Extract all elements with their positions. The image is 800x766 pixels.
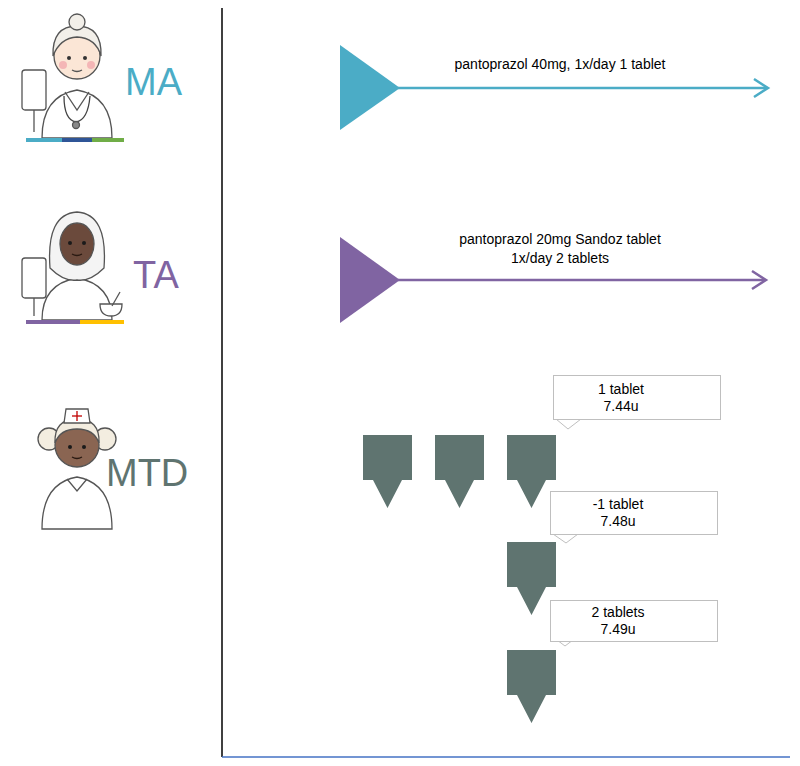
nurse-figure-part xyxy=(64,409,90,423)
pharmacist-figure-part xyxy=(33,298,34,316)
pharmacist-figure-part xyxy=(80,320,124,324)
ta-timeline-part xyxy=(340,237,400,323)
administration-markers-part xyxy=(507,435,556,508)
nurse-figure-part xyxy=(42,477,112,529)
callout-tails-part xyxy=(553,534,578,543)
ta-timeline-part xyxy=(398,279,765,282)
doctor-figure-part xyxy=(22,70,46,110)
nurse-figure xyxy=(38,409,116,529)
nurse-figure-part xyxy=(67,479,87,491)
administration-markers-part xyxy=(507,542,556,615)
pharmacist-figure-part xyxy=(100,304,122,316)
administration-markers-part xyxy=(507,650,556,723)
role-label: MTD xyxy=(106,451,188,497)
time-text: 7.49u xyxy=(600,621,635,638)
doctor-figure xyxy=(22,14,124,140)
doctor-figure-part xyxy=(72,70,82,72)
doctor-figure-part xyxy=(67,56,71,60)
nurse-figure-part xyxy=(68,445,72,449)
callout-box: 2 tablets7.49u xyxy=(550,600,718,642)
nurse-figure-part xyxy=(82,445,86,449)
pharmacist-figure-part xyxy=(26,320,80,324)
callout-box: -1 tablet7.48u xyxy=(550,491,718,535)
time-text: 7.44u xyxy=(603,398,638,415)
vertical-axis xyxy=(221,8,223,757)
prescription-label: pantoprazol 40mg, 1x/day 1 tablet xyxy=(455,56,666,73)
dose-text: 1 tablet xyxy=(598,381,644,398)
nurse-figure-part xyxy=(72,457,82,459)
pharmacist-figure-part xyxy=(60,223,94,265)
doctor-figure-part xyxy=(69,14,85,30)
pharmacist-figure-part xyxy=(68,241,72,245)
doctor-figure-part xyxy=(64,96,90,122)
callout-box: 1 tablet7.44u xyxy=(553,375,721,420)
pharmacist-figure-part xyxy=(112,292,120,306)
doctor-figure-part xyxy=(73,122,80,129)
doctor-figure-part xyxy=(83,56,87,60)
pharmacist-figure-part xyxy=(72,254,82,256)
ta-timeline-part xyxy=(752,271,766,289)
ma-timeline-part xyxy=(340,45,400,130)
pharmacist-figure-part xyxy=(50,212,105,280)
ta-timeline xyxy=(340,237,766,323)
callout-tails-part xyxy=(556,419,581,429)
doctor-figure-part xyxy=(59,61,67,69)
prescription-label: 1x/day 2 tablets xyxy=(511,250,609,267)
doctor-figure-part xyxy=(62,138,92,142)
doctor-figure-part xyxy=(42,90,112,138)
doctor-figure-part xyxy=(87,61,95,69)
role-label: TA xyxy=(133,253,179,299)
administration-markers-part xyxy=(363,435,412,508)
ma-timeline-part xyxy=(754,79,768,97)
role-label: MA xyxy=(125,60,182,106)
nurse-figure-part xyxy=(72,415,82,416)
doctor-figure-part xyxy=(65,92,89,110)
administration-markers-part xyxy=(435,435,484,508)
ma-timeline xyxy=(340,45,768,130)
dose-text: 2 tablets xyxy=(592,604,645,621)
pharmacist-figure-part xyxy=(42,278,112,320)
doctor-figure-part xyxy=(92,138,124,142)
ma-timeline-part xyxy=(398,87,767,90)
administration-markers xyxy=(363,435,556,723)
pharmacist-figure-part xyxy=(82,241,86,245)
doctor-figure-part xyxy=(33,110,34,132)
time-text: 7.48u xyxy=(600,513,635,530)
prescription-label: pantoprazol 20mg Sandoz tablet xyxy=(459,231,661,248)
pharmacist-figure-part xyxy=(22,258,46,298)
dose-text: -1 tablet xyxy=(593,496,644,513)
doctor-figure-part xyxy=(26,138,62,142)
time-axis xyxy=(222,756,790,758)
pharmacist-figure xyxy=(22,212,124,322)
